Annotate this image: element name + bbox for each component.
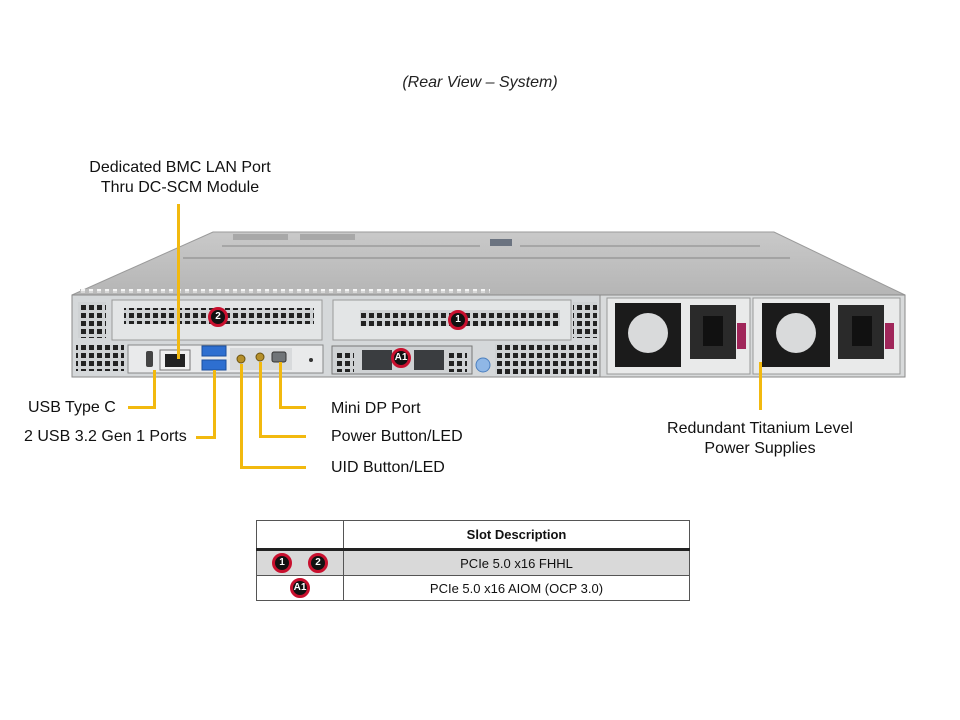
psu-label-line2: Power Supplies bbox=[704, 440, 816, 457]
usb-3-port-top bbox=[201, 345, 227, 357]
slot-2-badge: 2 bbox=[208, 307, 228, 327]
power-supply-2 bbox=[752, 297, 901, 375]
table-cell-badges: A1 bbox=[256, 575, 344, 601]
power-button-label: Power Button/LED bbox=[331, 428, 463, 445]
diagram-caption: (Rear View – System) bbox=[402, 74, 558, 91]
table-cell-description: PCIe 5.0 x16 AIOM (OCP 3.0) bbox=[343, 575, 690, 601]
usb-type-c-port bbox=[146, 351, 153, 367]
bmc-lan-label: Dedicated BMC LAN Port Thru DC-SCM Modul… bbox=[80, 158, 280, 198]
mini-dp-label: Mini DP Port bbox=[331, 400, 421, 417]
aiom-slot-badge: A1 bbox=[391, 348, 411, 368]
uid-button-label: UID Button/LED bbox=[331, 459, 445, 476]
leader-line-psu bbox=[759, 362, 762, 410]
leader-line-usb-c-h bbox=[128, 406, 156, 409]
leader-line-power-v bbox=[259, 362, 262, 438]
leader-line-uid-v bbox=[240, 364, 243, 469]
slot-2-table-badge: 2 bbox=[308, 553, 328, 573]
slot-1-badge: 1 bbox=[448, 310, 468, 330]
leader-line-bmc bbox=[177, 204, 180, 359]
uid-button bbox=[236, 354, 246, 364]
bmc-lan-label-line1: Dedicated BMC LAN Port bbox=[89, 159, 271, 176]
psu-label: Redundant Titanium Level Power Supplies bbox=[650, 419, 870, 459]
chassis-top-cover bbox=[71, 231, 906, 296]
bmc-lan-label-line2: Thru DC-SCM Module bbox=[100, 179, 260, 196]
power-button bbox=[255, 352, 265, 362]
table-header-blank bbox=[256, 520, 344, 551]
usb-3-port-bottom bbox=[201, 359, 227, 371]
psu-label-line1: Redundant Titanium Level bbox=[667, 420, 853, 437]
mini-dp-port bbox=[271, 351, 287, 363]
leader-line-uid-h bbox=[240, 466, 306, 469]
table-row: A1 PCIe 5.0 x16 AIOM (OCP 3.0) bbox=[256, 575, 690, 601]
power-supply-1 bbox=[606, 297, 751, 375]
leader-line-usb-ports-h bbox=[196, 436, 216, 439]
aiom-table-badge: A1 bbox=[290, 578, 310, 598]
leader-line-power-h bbox=[259, 435, 306, 438]
usb-type-c-label: USB Type C bbox=[28, 399, 116, 416]
leader-line-minidp-v bbox=[279, 362, 282, 409]
usb-ports-label: 2 USB 3.2 Gen 1 Ports bbox=[24, 428, 187, 445]
table-header-row: Slot Description bbox=[256, 520, 690, 551]
leader-line-usb-c-v bbox=[153, 370, 156, 409]
slot-1-table-badge: 1 bbox=[272, 553, 292, 573]
leader-line-minidp-h bbox=[279, 406, 306, 409]
table-header-description: Slot Description bbox=[343, 520, 690, 551]
leader-line-usb-ports-v bbox=[213, 370, 216, 439]
table-cell-description: PCIe 5.0 x16 FHHL bbox=[343, 549, 690, 576]
